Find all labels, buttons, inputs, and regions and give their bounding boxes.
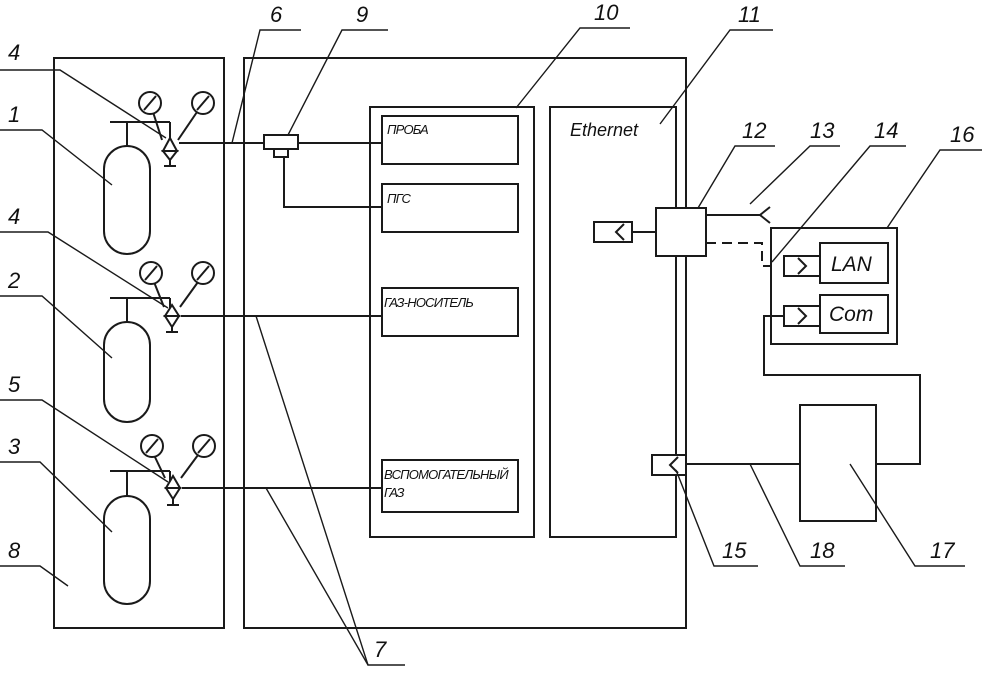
pgs-label: ПГС	[387, 191, 411, 206]
connector-15-icon	[651, 454, 687, 476]
aux-gas-label-line2: ГАЗ	[384, 485, 405, 500]
callout-13: 13	[810, 118, 835, 143]
carrier-gas-block	[381, 287, 519, 337]
com-label: Com	[829, 303, 873, 326]
callout-12: 12	[742, 118, 766, 143]
callout-4a: 4	[8, 40, 20, 65]
pressure-reducer-3	[140, 434, 216, 506]
callout-1: 1	[8, 102, 20, 127]
antenna-icon	[758, 206, 771, 224]
network-switch	[655, 207, 707, 257]
callout-6: 6	[270, 2, 283, 27]
tee-fitting	[263, 134, 382, 208]
connector-icon	[593, 221, 656, 243]
callout-11: 11	[738, 2, 761, 27]
lan-connector-icon	[783, 255, 821, 277]
pgs-block	[381, 183, 519, 233]
probe-block	[381, 115, 519, 165]
cylinder-rack	[53, 57, 225, 629]
callout-2: 2	[7, 268, 20, 293]
callout-16: 16	[950, 122, 975, 147]
lan-label: LAN	[831, 253, 873, 276]
callout-leaders	[0, 27, 982, 666]
pressure-reducer-1	[138, 91, 215, 167]
com-connector-icon	[783, 305, 821, 327]
callout-17: 17	[930, 538, 955, 563]
com-cable	[763, 315, 921, 465]
callout-10: 10	[594, 0, 619, 25]
callout-4b: 4	[8, 204, 20, 229]
aux-gas-label-line1: ВСПОМОГАТЕЛЬНЫЙ	[384, 466, 509, 482]
callout-5: 5	[8, 372, 21, 397]
probe-label: ПРОБА	[387, 122, 428, 137]
aux-gas-block	[381, 459, 519, 513]
callout-14: 14	[874, 118, 898, 143]
pressure-reducer-2	[139, 261, 215, 333]
callout-15: 15	[722, 538, 747, 563]
callout-3: 3	[8, 434, 21, 459]
carrier-gas-label: ГАЗ-НОСИТЕЛЬ	[384, 295, 473, 310]
ethernet-label: Ethernet	[570, 120, 639, 140]
lan-port-box	[819, 242, 889, 284]
callout-7: 7	[374, 637, 387, 662]
callout-9: 9	[356, 2, 368, 27]
callout-8: 8	[8, 538, 21, 563]
gas-cylinder-3	[103, 470, 171, 605]
callout-18: 18	[810, 538, 835, 563]
peripheral-device	[799, 404, 877, 522]
